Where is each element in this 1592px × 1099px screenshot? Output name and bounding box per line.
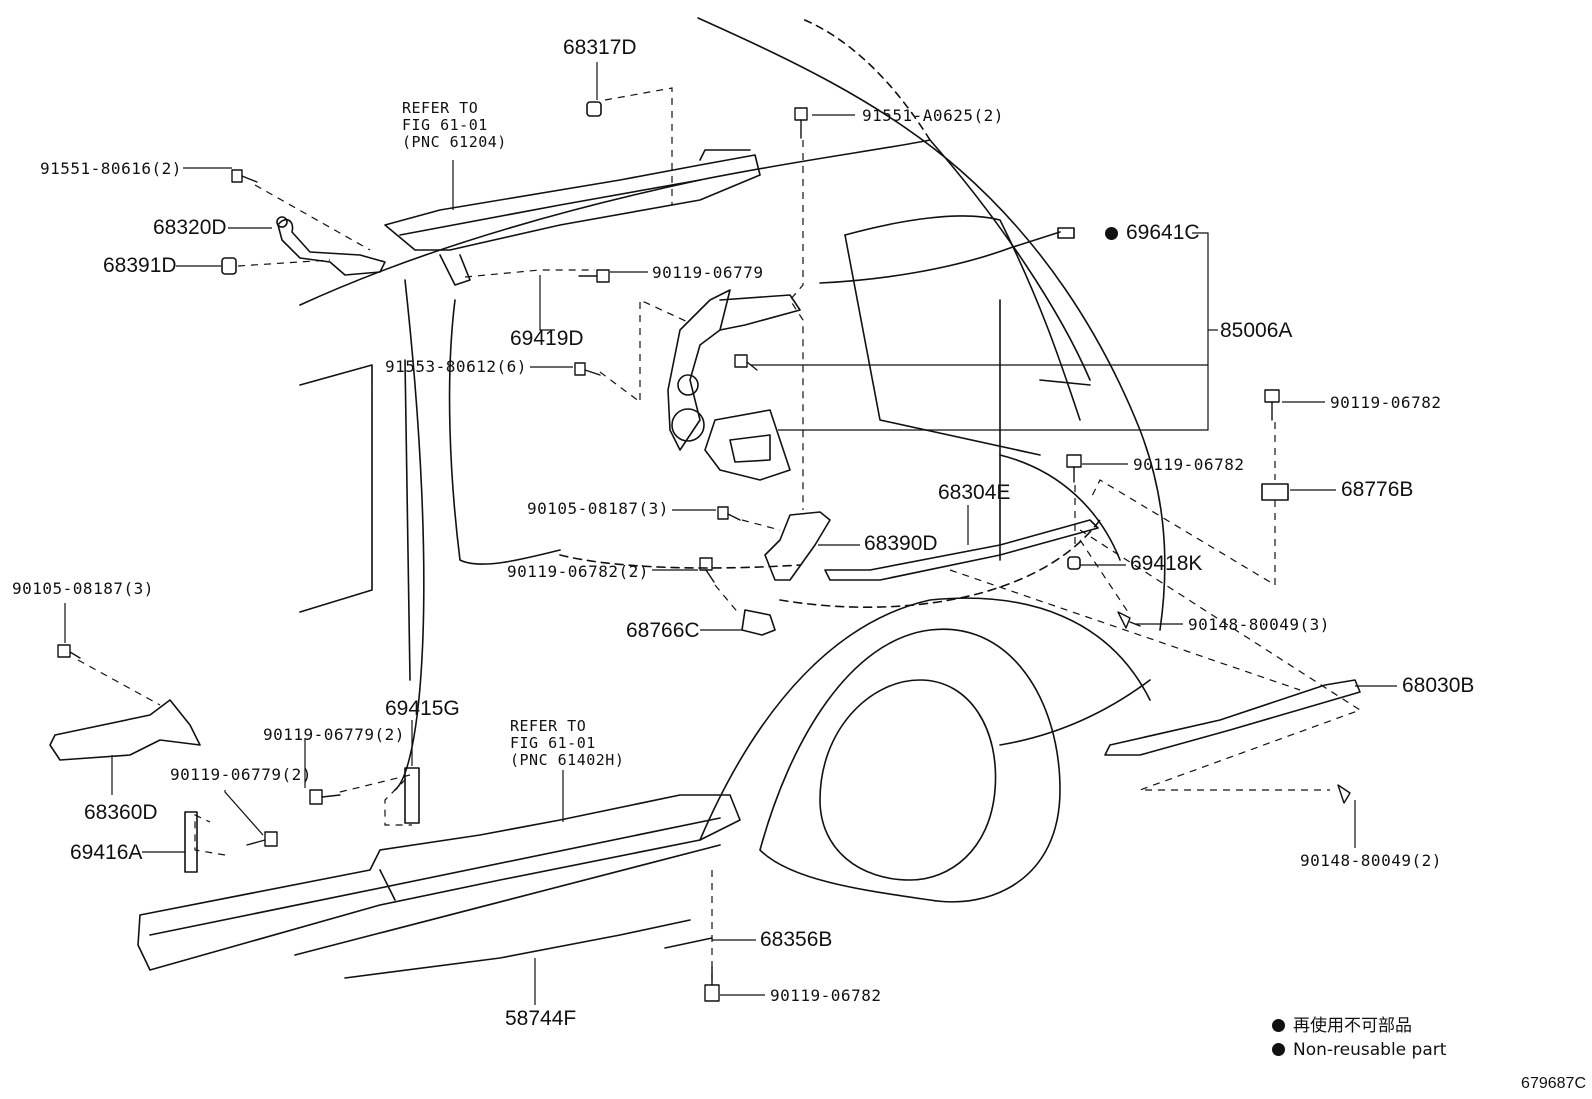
legend: 再使用不可部品 Non-reusable part xyxy=(1272,1014,1446,1062)
wheel-arch xyxy=(699,597,1151,903)
part-label-68390D: 68390D xyxy=(864,532,938,555)
part-label-90105-08187-left: 90105-08187(3) xyxy=(12,579,154,598)
part-label-90119-06782-mid: 90119-06782 xyxy=(1133,455,1245,474)
part-68320D-shape xyxy=(276,216,386,276)
part-label-69641C-text: 69641C xyxy=(1126,221,1200,244)
part-label-68304E: 68304E xyxy=(938,481,1011,504)
part-68030B-shape xyxy=(1104,679,1361,756)
part-label-90119-06782-right: 90119-06782 xyxy=(1330,393,1442,412)
part-label-69416A: 69416A xyxy=(70,841,143,864)
latch-assembly-shape xyxy=(667,227,1075,481)
part-69418K-shape xyxy=(1067,556,1081,570)
part-label-69419D: 69419D xyxy=(510,327,584,350)
leader-lines xyxy=(64,62,1397,1005)
part-label-68776B: 68776B xyxy=(1341,478,1414,501)
non-reusable-dot-icon xyxy=(1105,227,1118,240)
part-label-69418K: 69418K xyxy=(1130,552,1203,575)
part-68360D-shape xyxy=(49,699,201,761)
part-label-69641C: 69641C xyxy=(1105,222,1200,244)
part-68776B-shape xyxy=(1261,483,1289,501)
legend-text-jp: 再使用不可部品 xyxy=(1293,1016,1412,1036)
part-68391D-shape xyxy=(221,257,237,275)
legend-item-jp: 再使用不可部品 xyxy=(1272,1014,1446,1038)
part-label-90105-08187-mid: 90105-08187(3) xyxy=(527,499,669,518)
part-69416A-shape xyxy=(184,811,198,873)
part-68390D-shape xyxy=(764,511,831,581)
part-label-90119-06779-top: 90119-06779 xyxy=(652,263,764,282)
refer-note-61204: REFER TO FIG 61-01 (PNC 61204) xyxy=(402,99,507,151)
part-68304E-shape xyxy=(824,519,1099,581)
part-69415G-shape xyxy=(404,767,420,824)
assembly-lines xyxy=(77,87,1362,980)
part-label-68391D: 68391D xyxy=(103,254,177,277)
rocker-panel-shape xyxy=(137,794,741,971)
part-label-91551-80616: 91551-80616(2) xyxy=(40,159,182,178)
refer-note-61402H: REFER TO FIG 61-01 (PNC 61402H) xyxy=(510,717,625,769)
part-68317D-shape xyxy=(586,101,602,117)
part-label-90148-80049-2: 90148-80049(2) xyxy=(1300,851,1442,870)
part-label-68766C: 68766C xyxy=(626,619,700,642)
part-label-91553-80612: 91553-80612(6) xyxy=(385,357,527,376)
roof-rail-part xyxy=(384,149,761,286)
part-68356B-shape xyxy=(664,937,713,949)
vehicle-body-outline xyxy=(294,17,1166,956)
part-label-90119-06782-2: 90119-06782(2) xyxy=(507,562,649,581)
part-label-90119-06782-bottom: 90119-06782 xyxy=(770,986,882,1005)
part-label-91551-A0625: 91551-A0625(2) xyxy=(862,106,1004,125)
part-label-69415G: 69415G xyxy=(385,697,460,720)
part-label-68360D: 68360D xyxy=(84,801,158,824)
legend-text-en: Non-reusable part xyxy=(1293,1040,1447,1060)
bolt-icons xyxy=(57,107,1351,1002)
part-label-90119-06779-2a: 90119-06779(2) xyxy=(263,725,405,744)
part-label-68317D: 68317D xyxy=(563,36,637,59)
part-68766C-shape xyxy=(741,609,776,636)
part-label-68030B: 68030B xyxy=(1402,674,1475,697)
part-label-68356B: 68356B xyxy=(760,928,833,951)
part-label-90148-80049-3: 90148-80049(3) xyxy=(1188,615,1330,634)
bullet-icon xyxy=(1272,1019,1285,1032)
figure-code: 679687C xyxy=(1521,1075,1586,1092)
part-58744F-shape xyxy=(344,919,691,979)
part-label-90119-06779-2b: 90119-06779(2) xyxy=(170,765,312,784)
bullet-icon xyxy=(1272,1043,1285,1056)
part-label-85006A: 85006A xyxy=(1220,319,1293,342)
part-label-68320D: 68320D xyxy=(153,216,227,239)
legend-item-en: Non-reusable part xyxy=(1272,1038,1446,1062)
part-label-58744F: 58744F xyxy=(505,1007,577,1030)
